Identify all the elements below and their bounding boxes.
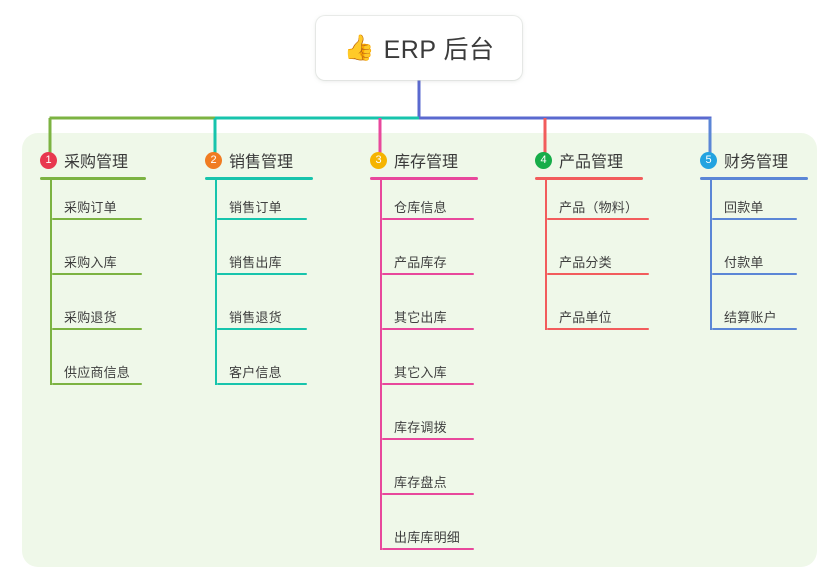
menu-item[interactable]: 库存调拨 [382, 410, 474, 440]
column-spine-1 [50, 179, 52, 385]
menu-item-underline [52, 383, 142, 385]
menu-item-label: 产品（物料） [559, 200, 639, 215]
menu-item[interactable]: 其它出库 [382, 300, 474, 330]
column-title-1: 采购管理 [64, 154, 129, 171]
menu-item-label: 产品分类 [559, 255, 612, 270]
column-spine-2 [215, 179, 217, 385]
menu-item[interactable]: 产品（物料） [547, 190, 649, 220]
menu-item[interactable]: 其它入库 [382, 355, 474, 385]
menu-item[interactable]: 结算账户 [712, 300, 797, 330]
column-badge-4: 4 [535, 151, 552, 169]
thumbs-up-icon: 👍 [343, 33, 375, 62]
menu-item-underline [382, 438, 474, 440]
menu-item-label: 客户信息 [229, 365, 282, 380]
menu-item[interactable]: 采购订单 [52, 190, 142, 220]
column-rule-5 [700, 177, 808, 180]
menu-item-underline [382, 218, 474, 220]
root-node-title: ERP 后台 [383, 36, 495, 64]
menu-item[interactable]: 产品分类 [547, 245, 649, 275]
menu-item-underline [382, 383, 474, 385]
column-title-5: 财务管理 [724, 154, 789, 171]
menu-item-underline [52, 273, 142, 275]
column-title-4: 产品管理 [559, 154, 624, 171]
column-spine-4 [545, 179, 547, 330]
column-badge-2: 2 [205, 151, 222, 169]
menu-item-underline [547, 328, 649, 330]
menu-item[interactable]: 供应商信息 [52, 355, 142, 385]
menu-item-label: 付款单 [724, 255, 764, 270]
column-header-3[interactable]: 3 库存管理 [370, 146, 458, 174]
menu-item-underline [712, 328, 797, 330]
menu-item-underline [382, 328, 474, 330]
column-header-1[interactable]: 1 采购管理 [40, 146, 128, 174]
menu-item-label: 销售出库 [229, 255, 282, 270]
menu-item-label: 产品库存 [394, 255, 447, 270]
menu-item-label: 库存调拨 [394, 420, 447, 435]
menu-item-underline [712, 218, 797, 220]
menu-item-underline [52, 218, 142, 220]
menu-item[interactable]: 产品库存 [382, 245, 474, 275]
menu-item[interactable]: 销售出库 [217, 245, 307, 275]
menu-item[interactable]: 产品单位 [547, 300, 649, 330]
menu-item[interactable]: 库存盘点 [382, 465, 474, 495]
menu-item[interactable]: 出库库明细 [382, 520, 474, 550]
menu-item-label: 采购退货 [64, 310, 117, 325]
menu-item[interactable]: 回款单 [712, 190, 797, 220]
menu-item[interactable]: 采购入库 [52, 245, 142, 275]
menu-item-label: 其它入库 [394, 365, 447, 380]
menu-item[interactable]: 客户信息 [217, 355, 307, 385]
column-badge-3: 3 [370, 151, 387, 169]
menu-item-underline [547, 218, 649, 220]
column-rule-2 [205, 177, 313, 180]
menu-item-underline [382, 493, 474, 495]
menu-item-underline [547, 273, 649, 275]
menu-item[interactable]: 销售退货 [217, 300, 307, 330]
menu-item-label: 销售退货 [229, 310, 282, 325]
menu-item-label: 回款单 [724, 200, 764, 215]
column-header-4[interactable]: 4 产品管理 [535, 146, 623, 174]
column-header-5[interactable]: 5 财务管理 [700, 146, 788, 174]
menu-item[interactable]: 销售订单 [217, 190, 307, 220]
menu-item-underline [52, 328, 142, 330]
menu-item-underline [217, 383, 307, 385]
column-header-2[interactable]: 2 销售管理 [205, 146, 293, 174]
menu-item-underline [382, 548, 474, 550]
column-spine-3 [380, 179, 382, 550]
menu-item-label: 仓库信息 [394, 200, 447, 215]
root-node-card[interactable]: 👍 ERP 后台 [316, 16, 522, 80]
menu-item-underline [217, 328, 307, 330]
column-badge-5: 5 [700, 151, 717, 169]
column-title-3: 库存管理 [394, 154, 459, 171]
menu-item-label: 销售订单 [229, 200, 282, 215]
menu-item-label: 库存盘点 [394, 475, 447, 490]
menu-item-label: 其它出库 [394, 310, 447, 325]
menu-item-underline [382, 273, 474, 275]
menu-item-label: 产品单位 [559, 310, 612, 325]
menu-item-underline [217, 273, 307, 275]
menu-item-label: 采购入库 [64, 255, 117, 270]
column-spine-5 [710, 179, 712, 330]
column-rule-4 [535, 177, 643, 180]
column-title-2: 销售管理 [229, 154, 294, 171]
menu-item[interactable]: 付款单 [712, 245, 797, 275]
menu-item-label: 出库库明细 [394, 530, 461, 545]
column-rule-1 [40, 177, 146, 180]
menu-item-underline [217, 218, 307, 220]
menu-item-underline [712, 273, 797, 275]
menu-item[interactable]: 仓库信息 [382, 190, 474, 220]
menu-item-label: 结算账户 [724, 310, 777, 325]
column-badge-1: 1 [40, 151, 57, 169]
column-rule-3 [370, 177, 478, 180]
menu-item[interactable]: 采购退货 [52, 300, 142, 330]
menu-item-label: 供应商信息 [64, 365, 131, 380]
menu-item-label: 采购订单 [64, 200, 117, 215]
